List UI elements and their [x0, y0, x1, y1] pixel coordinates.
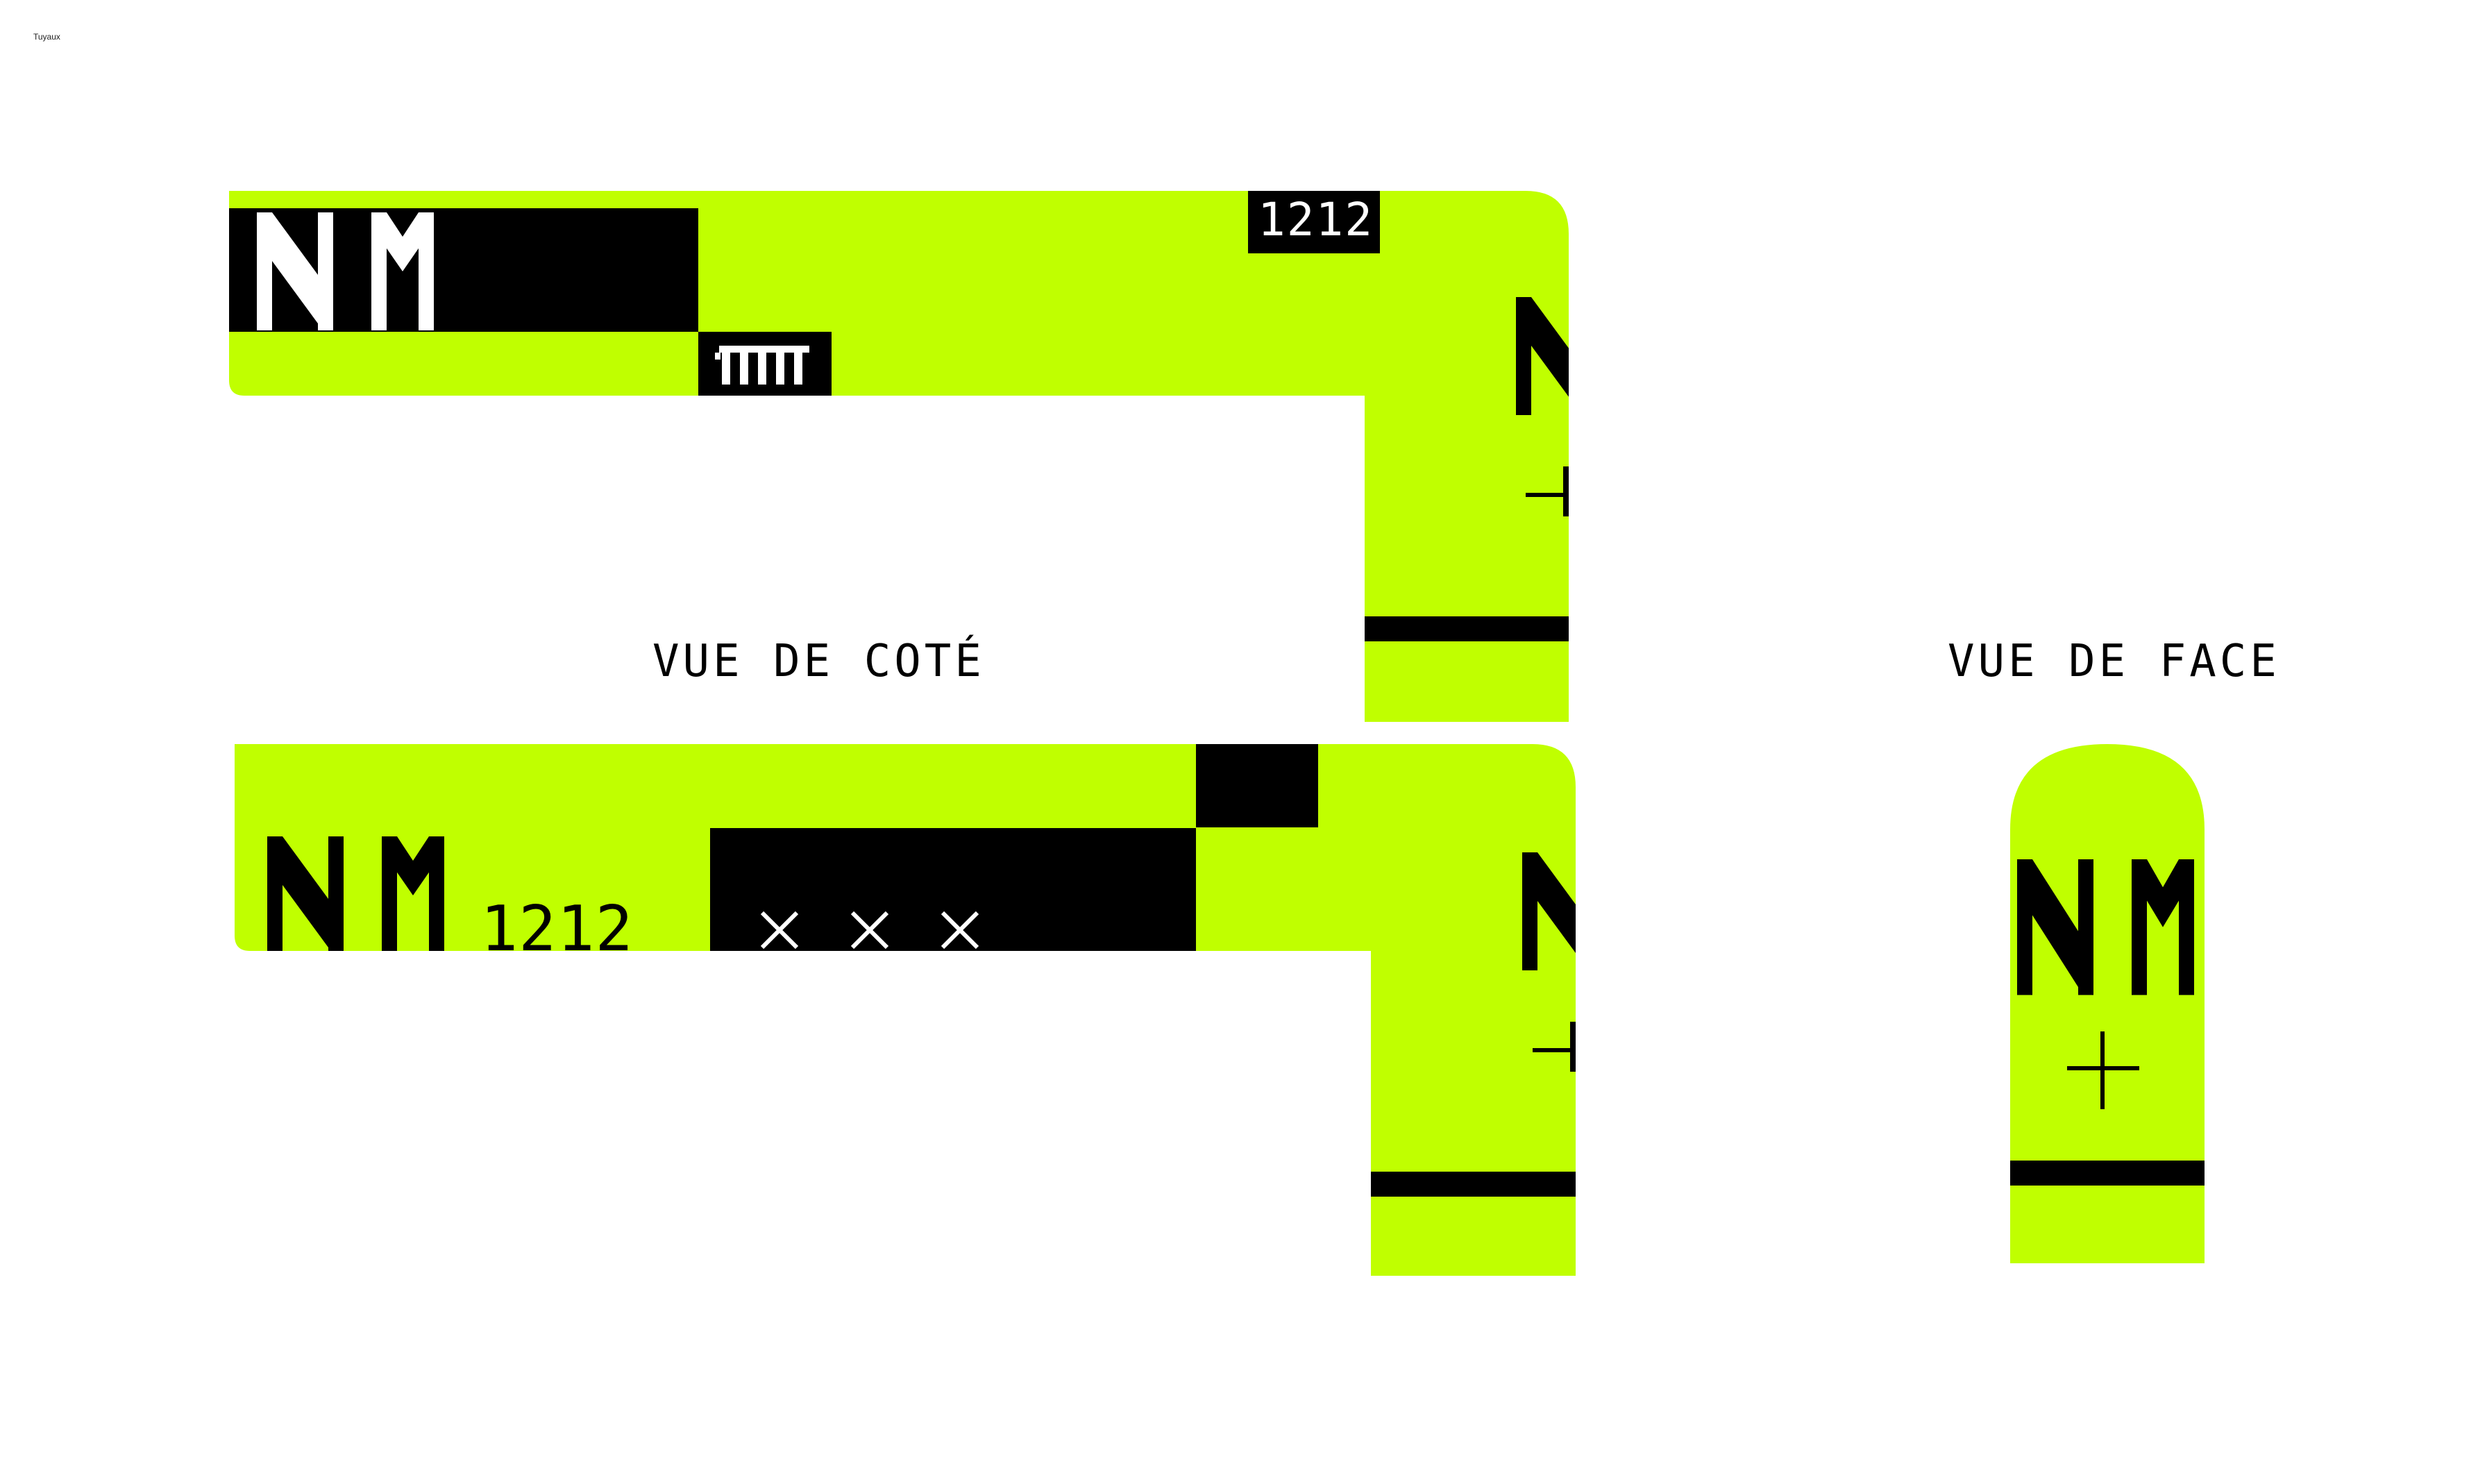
bottom-black-square [1196, 744, 1318, 827]
top-stripe [1365, 616, 1569, 641]
checker-pattern-icon [715, 346, 809, 385]
front-view-label: VUE DE FACE [1948, 636, 2280, 687]
bottom-stripe [1371, 1172, 1576, 1197]
plus-icon-top-h [1526, 493, 1569, 497]
front-stripe [2010, 1161, 2205, 1186]
side-view-label: VUE DE COTÉ [652, 636, 985, 687]
plus-icon-front-v [2100, 1031, 2105, 1109]
number-box-top [1248, 191, 1380, 253]
front-pipe [2010, 744, 2205, 1263]
front-pipe-body [2010, 744, 2205, 1263]
cross-icons [760, 911, 979, 950]
bottom-pipe-body [235, 744, 1576, 1276]
page-title: Tuyaux [33, 32, 60, 42]
number-label-top: 1212 [1258, 193, 1374, 246]
plus-icon-bottom-h [1533, 1048, 1576, 1052]
bottom-black-band [710, 828, 1196, 951]
plus-icon-bottom-v [1570, 1022, 1576, 1072]
bottom-pipe [235, 744, 1576, 1276]
number-label-bottom: 1212 [480, 893, 634, 966]
plus-icon-top-v [1563, 466, 1569, 516]
